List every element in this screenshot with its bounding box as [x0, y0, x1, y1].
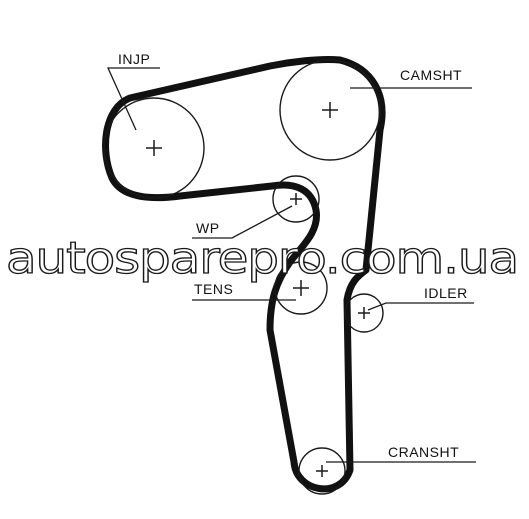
label-injp: INJP: [118, 51, 150, 67]
wp-leader: [192, 205, 293, 239]
injp-leader: [106, 67, 160, 131]
idler-pulley: [344, 293, 384, 333]
water-pump-pulley: [272, 175, 320, 223]
watermark: autosparepro.com.ua: [6, 233, 518, 284]
tensioner-pulley: [274, 261, 328, 315]
label-idler: IDLER: [424, 285, 468, 301]
injection-pump-pulley: [103, 97, 205, 199]
label-wp: WP: [196, 220, 220, 236]
timing-belt: [102, 55, 386, 493]
idler-leader: [367, 302, 474, 311]
camshaft-pulley: [279, 59, 381, 161]
label-camsht: CAMSHT: [400, 67, 462, 83]
crankshaft-pulley: [298, 447, 346, 495]
label-cransht: CRANSHT: [388, 444, 459, 460]
label-tens: TENS: [194, 281, 233, 297]
